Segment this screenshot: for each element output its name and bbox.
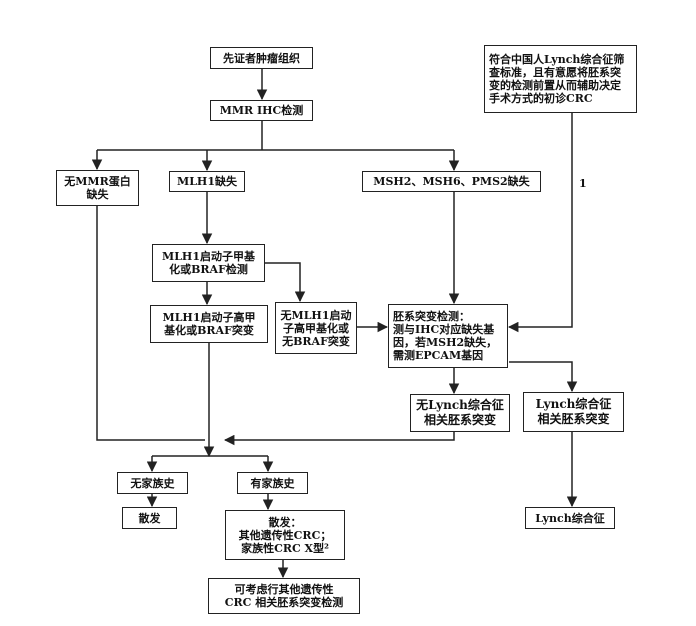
- node-mmr-ihc: MMR IHC检测: [210, 100, 313, 121]
- connector-no-lynch-return: [223, 432, 455, 446]
- node-consider-other-testing: 可考虑行其他遗传性 CRC 相关胚系突变检测: [208, 578, 360, 614]
- node-germline-test: 胚系突变检测： 测与IHC对应缺失基 因，若MSH2缺失， 需测EPCAM基因: [388, 304, 508, 368]
- connector-test-to-no-hyper: [265, 262, 306, 303]
- node-no-mlh1-hypermethylation: 无MLH1启动 子高甲基化或 无BRAF突变: [275, 302, 357, 354]
- node-no-mmr-loss: 无MMR蛋白 缺失: [56, 170, 139, 206]
- node-has-family-history: 有家族史: [237, 472, 308, 494]
- node-criteria: 符合中国人Lynch综合征筛 查标准，且有意愿将胚系突 变的检测前置从而辅助决定…: [484, 45, 637, 113]
- node-mlh1-loss: MLH1缺失: [169, 171, 245, 192]
- node-sporadic-other: 散发： 其他遗传性CRC； 家族性CRC X型²: [225, 510, 345, 560]
- connector-criteria-to-germline: [507, 113, 573, 333]
- node-no-family-history: 无家族史: [117, 472, 188, 494]
- node-lynch-mutation: Lynch综合征 相关胚系突变: [523, 392, 624, 432]
- node-mlh1-test: MLH1启动子甲基 化或BRAF检测: [152, 244, 265, 282]
- node-msh-loss: MSH2、MSH6、PMS2缺失: [362, 171, 541, 192]
- node-mlh1-hypermethylation: MLH1启动子高甲 基化或BRAF突变: [150, 305, 268, 343]
- connector-no-mmr-down: [96, 206, 205, 441]
- node-sporadic: 散发: [122, 507, 177, 529]
- node-no-lynch-mutation: 无Lynch综合征 相关胚系突变: [410, 394, 510, 432]
- node-proband-tissue: 先证者肿瘤组织: [210, 47, 313, 69]
- node-lynch-syndrome: Lynch综合征: [525, 507, 615, 529]
- connector-germline-to-lynch: [509, 361, 578, 393]
- edge-label: 1: [579, 177, 587, 190]
